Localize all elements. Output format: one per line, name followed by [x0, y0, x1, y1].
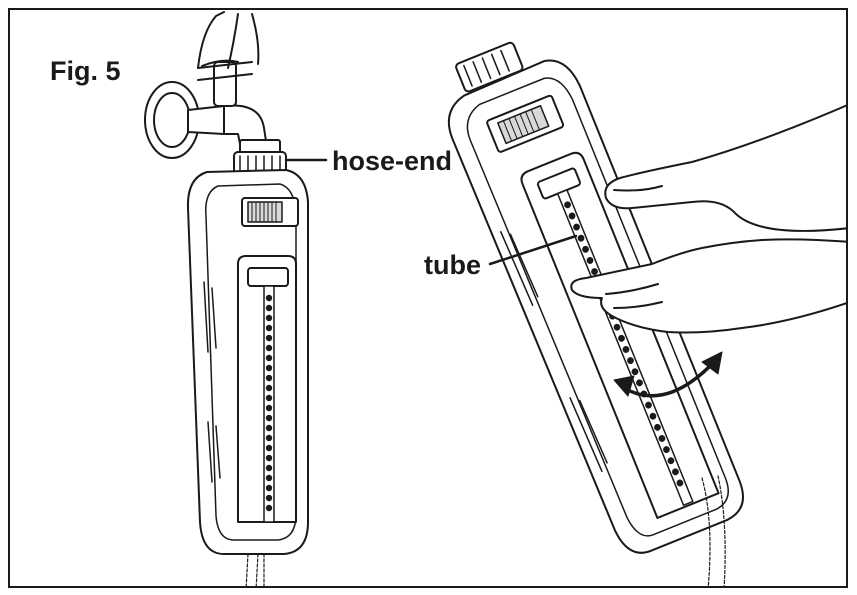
upper-hand: [604, 104, 846, 232]
figure-frame: Fig. 5 hose-end tube: [8, 8, 848, 588]
tube-nozzles-left: [265, 294, 273, 512]
rotation-arrow: [613, 351, 723, 398]
illustration: [144, 11, 846, 586]
faucet: [144, 61, 281, 159]
sprinkler-left: [186, 151, 309, 586]
tube-callout: tube: [424, 250, 481, 280]
lower-hand: [570, 238, 846, 334]
hose-right: [701, 475, 726, 586]
tube-leader: [488, 234, 578, 266]
hand-on-faucet: [197, 11, 260, 69]
figure-label: Fig. 5: [50, 56, 121, 86]
hose-end-callout: hose-end: [332, 146, 453, 176]
